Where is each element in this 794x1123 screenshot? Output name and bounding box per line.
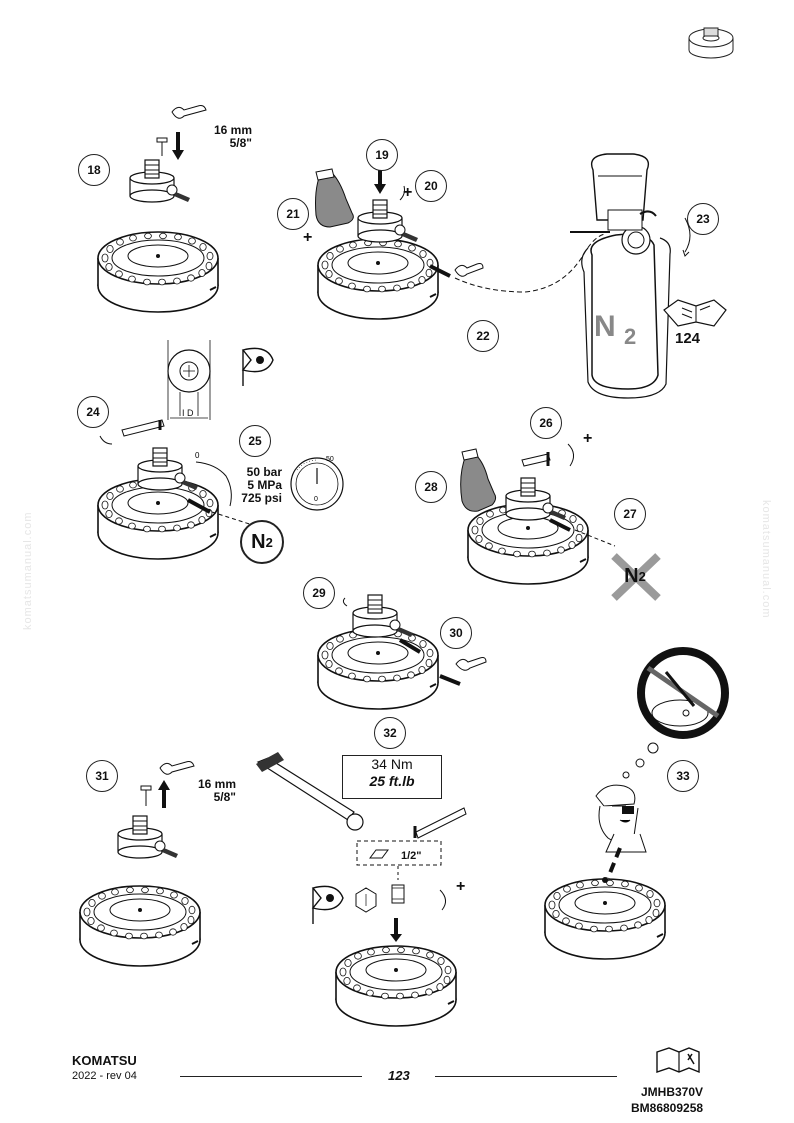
footer-rule-right xyxy=(435,1076,617,1077)
step-26: 26 xyxy=(530,407,562,439)
cylinder-n-label: N xyxy=(594,310,616,343)
torque-spec-box: 34 Nm 25 ft.lb xyxy=(342,755,442,799)
plus-sign-20: + xyxy=(403,184,413,201)
page-number: 123 xyxy=(388,1068,410,1083)
n2-subscript: 2 xyxy=(265,534,273,550)
step-30: 30 xyxy=(440,617,472,649)
step-25: 25 xyxy=(239,425,271,457)
step-28: 28 xyxy=(415,471,447,503)
footer-rule-left xyxy=(180,1076,362,1077)
pressure-bar: 50 bar xyxy=(246,465,282,479)
pressure-psi: 725 psi xyxy=(241,491,282,505)
document-code: BM86809258 xyxy=(631,1101,704,1115)
pressure-mpa: 5 MPa xyxy=(247,478,282,492)
n2-letter-crossed: N xyxy=(624,564,639,587)
step-22: 22 xyxy=(467,320,499,352)
brand-name: KOMATSU xyxy=(72,1053,137,1068)
wrench-size-mm-bottom: 16 mm xyxy=(197,777,236,791)
book-reference: 124 xyxy=(675,330,701,347)
n2-letter: N xyxy=(251,530,266,553)
pressure-values: 50 bar 5 MPa 725 psi xyxy=(230,466,282,505)
step-21: 21 xyxy=(277,198,309,230)
step-32: 32 xyxy=(374,717,406,749)
step-19: 19 xyxy=(366,139,398,171)
wrench-size-mm: 16 mm xyxy=(213,123,252,137)
n2-subscript-crossed: 2 xyxy=(638,568,646,584)
step-27: 27 xyxy=(614,498,646,530)
wrench-size-top: 16 mm 5/8" xyxy=(196,124,252,150)
step-20: 20 xyxy=(415,170,447,202)
torque-ftlb: 25 ft.lb xyxy=(369,773,415,789)
wrench-size-inch-bottom: 5/8" xyxy=(213,790,236,804)
model-code: JMHB370V xyxy=(641,1085,704,1099)
plus-sign-32: + xyxy=(456,878,466,895)
step-33: 33 xyxy=(667,760,699,792)
step-24: 24 xyxy=(77,396,109,428)
gauge-start-label: 0 xyxy=(195,451,200,460)
step-31: 31 xyxy=(86,760,118,792)
cylinder-2-label: 2 xyxy=(624,324,636,349)
torque-nm: 34 Nm xyxy=(371,756,413,772)
step-23: 23 xyxy=(687,203,719,235)
wrench-size-inch: 5/8" xyxy=(229,136,252,150)
wrench-size-bottom: 16 mm 5/8" xyxy=(180,778,236,804)
step-29: 29 xyxy=(303,577,335,609)
gauge-max-label: 50 xyxy=(326,456,334,463)
plus-sign-21: + xyxy=(303,229,313,246)
id-dimension-label: I D xyxy=(182,408,194,418)
revision-label: 2022 - rev 04 xyxy=(72,1070,137,1082)
step-18: 18 xyxy=(78,154,110,186)
plus-sign-26: + xyxy=(583,430,593,447)
drive-size-label: 1/2" xyxy=(401,850,422,862)
gauge-zero-label: 0 xyxy=(314,496,318,503)
